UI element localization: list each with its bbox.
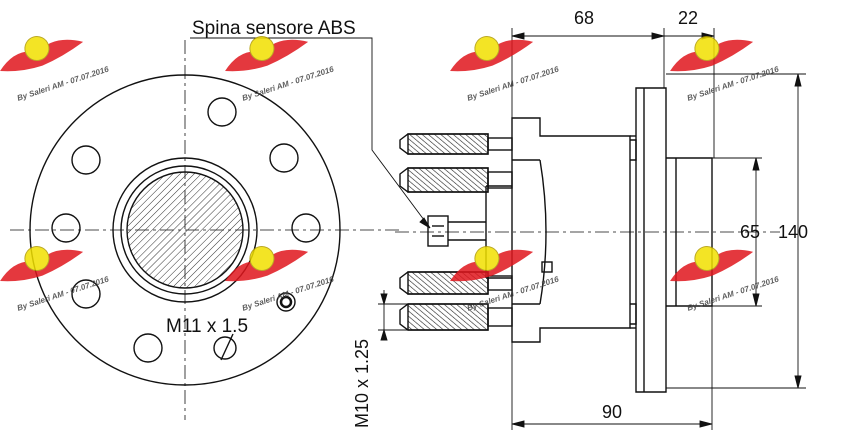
bearing-shoulder bbox=[630, 139, 637, 161]
watermark-badge-icon bbox=[249, 35, 275, 61]
abs-sensor-label: Spina sensore ABS bbox=[192, 18, 356, 39]
bearing-body bbox=[511, 117, 631, 343]
bearing-shoulder bbox=[630, 303, 637, 325]
wheel-thread-label: M11 x 1.5 bbox=[166, 316, 248, 337]
wheel-stud-upper bbox=[399, 133, 513, 155]
thread-hole-outer bbox=[276, 292, 296, 312]
wheel-stud-upper bbox=[399, 167, 513, 193]
watermark-logo: By Saleri AM - 07.07.2016 bbox=[670, 35, 780, 103]
hub-ring-inner bbox=[120, 165, 250, 295]
dim-label-65: 65 bbox=[740, 222, 760, 242]
watermark-logo: By Saleri AM - 07.07.2016 bbox=[450, 35, 560, 103]
watermark-badge-icon bbox=[474, 35, 500, 61]
side-view bbox=[395, 87, 780, 393]
hub-ring-outer bbox=[112, 157, 258, 303]
bolt-hole bbox=[51, 213, 81, 243]
watermark-logo: By Saleri AM - 07.07.2016 bbox=[670, 245, 780, 313]
watermark-badge-icon bbox=[694, 245, 720, 271]
watermark-badge-icon bbox=[474, 245, 500, 271]
flange-outer-circle bbox=[29, 74, 341, 386]
watermark-badge-icon bbox=[249, 245, 275, 271]
abs-sensor-pin bbox=[427, 215, 449, 247]
watermark-text: By Saleri AM - 07.07.2016 bbox=[16, 274, 110, 312]
bolt-hole bbox=[133, 333, 163, 363]
dim-label-90: 90 bbox=[602, 402, 622, 422]
watermark-badge-icon bbox=[694, 35, 720, 61]
watermark-text: By Saleri AM - 07.07.2016 bbox=[16, 64, 110, 102]
watermark-badge-icon bbox=[24, 245, 50, 271]
watermark-layer: By Saleri AM - 07.07.2016 By Saleri AM - … bbox=[0, 35, 780, 313]
watermark-badge-icon bbox=[24, 35, 50, 61]
bolt-hole bbox=[207, 97, 237, 127]
front-view bbox=[10, 40, 400, 420]
bolt-hole bbox=[269, 143, 299, 173]
watermark-logo: By Saleri AM - 07.07.2016 bbox=[0, 35, 110, 103]
watermark-logo: By Saleri AM - 07.07.2016 bbox=[0, 245, 110, 313]
dim-label-68: 68 bbox=[574, 8, 594, 28]
watermark-text: By Saleri AM - 07.07.2016 bbox=[686, 274, 780, 312]
dim-label-140: 140 bbox=[778, 222, 808, 242]
wheel-stud-lower bbox=[399, 303, 513, 331]
bolt-hole bbox=[71, 279, 101, 309]
dimension-lines bbox=[190, 28, 806, 430]
bearing-notch bbox=[541, 261, 553, 273]
pilot-spigot bbox=[666, 157, 713, 307]
bearing-curve bbox=[539, 159, 547, 305]
dim-label-22: 22 bbox=[678, 8, 698, 28]
thread-hole-inner bbox=[279, 295, 293, 309]
bolt-hole bbox=[71, 145, 101, 175]
bolt-hole bbox=[291, 213, 321, 243]
watermark-text: By Saleri AM - 07.07.2016 bbox=[241, 64, 335, 102]
hub-hatched-section bbox=[126, 171, 244, 289]
watermark-text: By Saleri AM - 07.07.2016 bbox=[466, 64, 560, 102]
flange-disk bbox=[635, 87, 667, 393]
thread-marker-line bbox=[220, 333, 234, 361]
watermark-text: By Saleri AM - 07.07.2016 bbox=[686, 64, 780, 102]
stud-thread-label: M10 x 1.25 bbox=[352, 339, 372, 428]
abs-leader-line bbox=[190, 37, 431, 229]
thread-marker-circle bbox=[213, 336, 237, 360]
